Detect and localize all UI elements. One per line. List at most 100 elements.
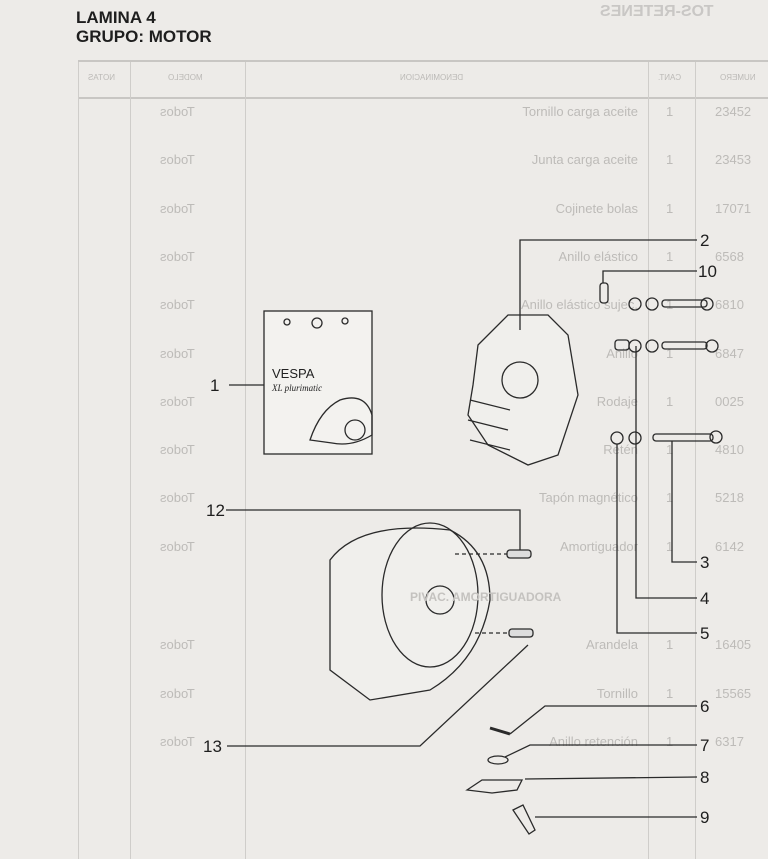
row-denominacion: Cojinete bolas — [555, 200, 638, 216]
callout-2: 2 — [700, 231, 709, 250]
row-numero: 6142 — [715, 538, 744, 554]
leader-3 — [671, 441, 697, 563]
part-3-bolt — [652, 433, 714, 442]
row-numero: 5218 — [715, 490, 744, 506]
sheet-title: LAMINA 4 — [76, 8, 156, 27]
row-cant: 1 — [666, 734, 674, 749]
row-denominacion: Anillo elástico — [558, 248, 639, 264]
row-numero: 17071 — [715, 200, 752, 216]
row-cant: 1 — [666, 104, 674, 119]
table-divider — [648, 62, 649, 859]
table-header-rule — [78, 97, 768, 99]
leader-5 — [616, 444, 697, 634]
row-numero: 6568 — [715, 248, 744, 264]
callout-12: 12 — [206, 501, 225, 520]
row-cant: 1 — [666, 685, 674, 701]
callout-13: 13 — [203, 737, 222, 756]
part-12-dowel-pin — [506, 549, 532, 559]
part-bolt-head — [700, 297, 714, 311]
part-washer — [628, 339, 642, 353]
callout-4: 4 — [700, 589, 709, 608]
part-washer — [645, 297, 659, 311]
row-denominacion: Tornillo carga aceite — [522, 104, 638, 119]
row-cant: 1 — [666, 248, 674, 264]
leader-13 — [227, 644, 529, 747]
part-9-pin — [512, 804, 536, 835]
callout-8: 8 — [700, 768, 709, 787]
row-denominacion: Tapón magnético — [538, 490, 638, 506]
leader-12 — [226, 509, 521, 550]
row-denominacion: Retén — [603, 442, 638, 458]
leader-10 — [602, 270, 697, 283]
part-bolt — [661, 299, 708, 308]
part-bolt-head — [705, 339, 719, 353]
table-divider — [130, 62, 131, 859]
part-1-kit-box — [263, 310, 373, 455]
row-cant: 1 — [666, 442, 674, 458]
callout-3: 3 — [700, 553, 709, 572]
table-divider — [78, 62, 79, 859]
row-cant: 1 — [666, 200, 674, 216]
part-8-bracket — [465, 779, 524, 794]
row-denominacion: Amortiguador — [559, 538, 638, 554]
group-title: GRUPO: MOTOR — [76, 27, 212, 46]
row-cant: 1 — [666, 297, 674, 313]
part-dowel-pin — [508, 628, 534, 638]
part-5-washer — [610, 431, 624, 445]
part-4-washer — [628, 431, 642, 445]
row-denominacion: Rodaje — [596, 393, 638, 409]
part-2-fins — [467, 399, 511, 451]
row-denominacion: Arandela — [585, 637, 638, 652]
part-1-engine-sketch-wheel — [344, 419, 366, 441]
row-numero: 15565 — [715, 685, 752, 701]
part-13-crankcase — [329, 527, 491, 701]
part-13-flywheel-housing — [381, 522, 479, 668]
row-numero: 23453 — [715, 152, 752, 168]
leader-4 — [635, 346, 697, 599]
callout-7: 7 — [700, 736, 709, 755]
row-numero: 6317 — [715, 734, 744, 749]
row-cant: 1 — [666, 538, 674, 554]
part-1-bolt — [311, 317, 323, 329]
part-spacer — [614, 339, 630, 351]
part-7-retaining-ring — [487, 755, 509, 765]
callout-5: 5 — [700, 624, 709, 643]
row-denominacion: Tornillo — [596, 685, 638, 701]
row-numero: 0025 — [715, 393, 744, 409]
row-cant: 1 — [666, 393, 674, 409]
row-numero: 6847 — [715, 345, 744, 361]
handwritten-vespa: VESPA — [272, 366, 315, 381]
part-bolt — [661, 341, 708, 350]
callout-9: 9 — [700, 808, 709, 827]
part-13-bore — [425, 585, 455, 615]
part-1-engine-sketch — [309, 397, 373, 445]
row-cant: 1 — [666, 152, 674, 168]
row-denominacion: Junta carga aceite — [531, 152, 638, 168]
callout-1: 1 — [210, 376, 219, 395]
row-numero: 23452 — [715, 104, 752, 119]
part-10-pin — [599, 282, 609, 304]
part-2-bearing-seat — [501, 361, 539, 399]
leader-7 — [504, 744, 697, 758]
row-numero: 16405 — [715, 637, 752, 652]
table-top-rule — [78, 60, 768, 62]
leader-8 — [524, 776, 698, 780]
table-divider — [245, 62, 246, 859]
leader-2 — [519, 239, 697, 330]
part-3-bolt-head — [709, 430, 723, 444]
row-cant: 1 — [666, 490, 674, 506]
part-washer — [628, 297, 642, 311]
callout-6: 6 — [700, 697, 709, 716]
row-numero: 4810 — [715, 442, 744, 458]
table-divider — [695, 62, 696, 859]
